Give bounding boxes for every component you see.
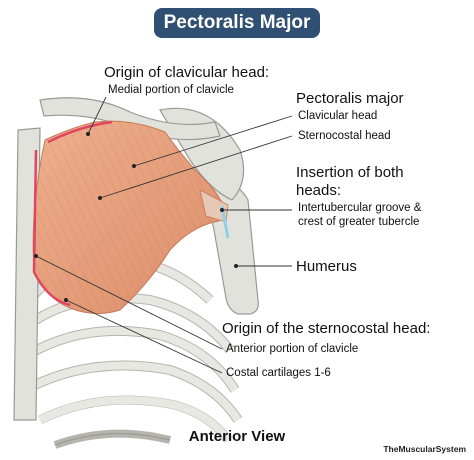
label-costal-cartilages: Costal cartilages 1-6	[226, 367, 331, 379]
sternocostal-origin-marker	[32, 149, 71, 307]
muscle-fiber-texture	[33, 121, 226, 314]
label-sternocostal-head: Sternocostal head	[298, 130, 391, 142]
clavicle-bone	[39, 97, 221, 141]
label-insertion-line2: heads:	[296, 182, 342, 199]
label-insertion-line1: Insertion of both	[296, 164, 404, 181]
label-anterior-portion-clavicle: Anterior portion of clavicle	[226, 343, 359, 355]
label-groove-line1: Intertubercular groove &	[298, 202, 422, 214]
clavicular-origin-marker	[47, 120, 113, 144]
page-title: Pectoralis Major	[154, 8, 320, 38]
label-origin-sternocostal-head: Origin of the sternocostal head:	[222, 320, 431, 337]
view-caption: Anterior View	[188, 428, 286, 445]
label-groove-line2: crest of greater tubercle	[298, 216, 420, 228]
leader-dots	[34, 132, 238, 302]
sternum	[13, 127, 41, 421]
label-clavicular-head: Clavicular head	[298, 110, 378, 122]
leader-lines	[35, 96, 293, 374]
label-medial-portion-clavicle: Medial portion of clavicle	[108, 84, 234, 96]
label-humerus: Humerus	[296, 258, 357, 275]
brand-watermark: TheMuscularSystem	[383, 444, 466, 454]
label-origin-clavicular-head: Origin of clavicular head:	[104, 64, 270, 81]
label-pectoralis-major: Pectoralis major	[296, 90, 404, 107]
